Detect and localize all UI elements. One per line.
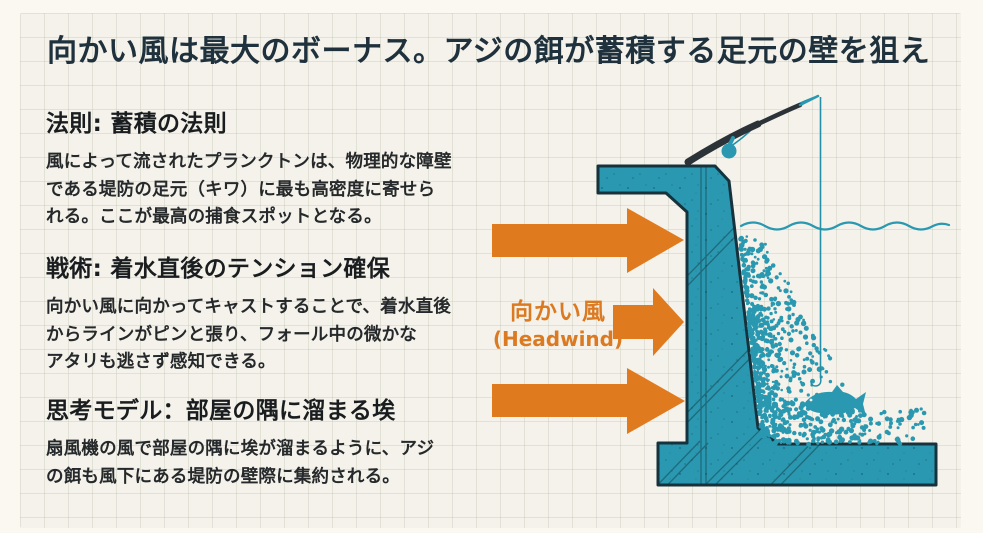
section-mental-model: 思考モデル：部屋の隅に溜まる埃 扇風機の風で部屋の隅に埃が溜まるように、アジ の…	[46, 391, 516, 491]
section-mental-model-body: 扇風機の風で部屋の隅に埃が溜まるように、アジ の餌も風下にある堤防の壁際に集約さ…	[46, 439, 435, 487]
section-law-body: 風によって流されたプランクトンは、物理的な障壁 である堤防の足元（キワ）に最も高…	[46, 152, 452, 227]
wind-arrow-icon	[492, 208, 684, 273]
page-title: 向かい風は最大のボーナス。アジの餌が蓄積する足元の壁を狙え	[47, 34, 931, 69]
wind-label-jp: 向かい風	[510, 299, 606, 325]
wind-arrow-icon	[613, 288, 684, 356]
grid-paper-background	[20, 13, 961, 528]
section-tactic-body: 向かい風に向かってキャストすることで、着水直後 からラインがピンと張り、フォール…	[46, 297, 451, 372]
headwind-arrows	[492, 208, 685, 434]
section-tactic: 戦術: 着水直後のテンション確保 向かい風に向かってキャストすることで、着水直後…	[46, 249, 516, 377]
plankton-dots-icon	[738, 235, 927, 448]
section-tactic-heading: 戦術: 着水直後のテンション確保	[46, 256, 391, 282]
fish-icon	[804, 385, 866, 419]
seawall-icon	[596, 164, 938, 487]
wind-label-en: (Headwind)	[492, 327, 624, 351]
wind-label: 向かい風 (Headwind)	[472, 292, 644, 351]
section-law: 法則: 蓄積の法則 風によって流されたプランクトンは、物理的な障壁 である堤防の…	[46, 104, 516, 232]
fishing-rod-icon	[684, 94, 820, 166]
reel-icon	[721, 143, 737, 159]
fish-eye	[809, 398, 813, 402]
water-line-icon	[739, 221, 951, 231]
section-mental-model-heading: 思考モデル：部屋の隅に溜まる埃	[46, 398, 396, 424]
wind-arrow-icon	[492, 368, 685, 434]
section-law-heading: 法則: 蓄積の法則	[46, 111, 227, 137]
hook-icon	[810, 377, 822, 387]
